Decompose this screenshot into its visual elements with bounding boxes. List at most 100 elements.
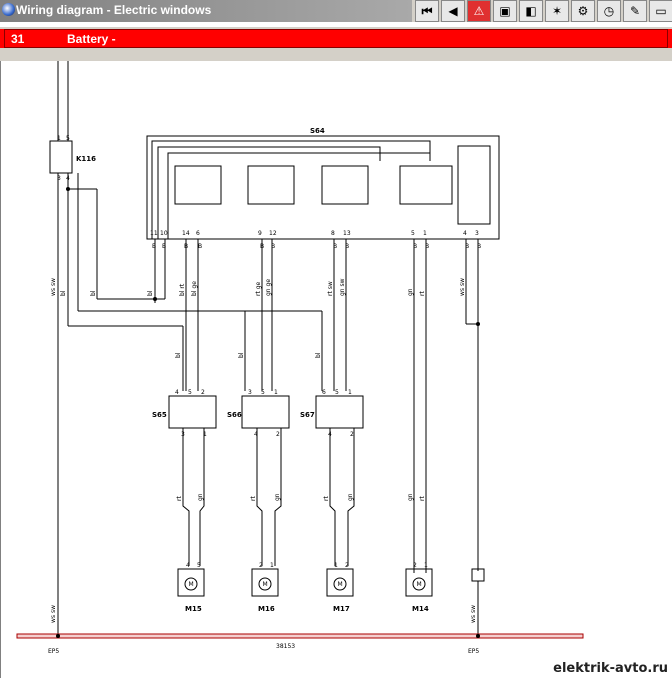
s64-pin: 11: [150, 230, 158, 237]
s64-pin: 5: [411, 230, 415, 237]
wire-ws-sw-left-label: ws sw: [50, 278, 57, 296]
switch-s65: [168, 395, 217, 429]
circuit-header-frame: 31 Battery -: [4, 29, 668, 48]
switch-pin: 2: [350, 431, 354, 438]
s65-label: S65: [152, 411, 167, 419]
s64-pin-code: B: [271, 243, 275, 250]
s64-switch-2: [247, 165, 295, 205]
wire-rt-label: rt: [250, 496, 257, 501]
app-icon: [2, 3, 15, 16]
s67-label: S67: [300, 411, 315, 419]
settings-button[interactable]: ✶: [545, 0, 569, 22]
wire-bl-label: bl: [238, 352, 245, 358]
circuit-header-bar: 31 Battery -: [0, 27, 672, 51]
motor-label-m14: M14: [412, 605, 429, 613]
ground-bar-label: 38153: [276, 643, 295, 650]
wire-gn-label: gn: [407, 288, 414, 296]
motor-pin: 1: [334, 562, 338, 569]
switch-pin: 3: [248, 389, 252, 396]
switch-s66: [241, 395, 290, 429]
s64-switch-4: [399, 165, 453, 205]
prev-button[interactable]: ◀: [441, 0, 465, 22]
s64-pin-code: B: [162, 243, 166, 250]
skip-first-button[interactable]: ⏮: [415, 0, 439, 22]
k116-pin: 4: [66, 175, 70, 182]
s64-pin: 4: [463, 230, 467, 237]
car-button[interactable]: ▭: [649, 0, 672, 22]
s64-pin-code: B: [413, 243, 417, 250]
k116-pin: 3: [57, 175, 61, 182]
wire-ws-sw-label: ws sw: [50, 605, 57, 623]
wire-bl-ge-label: bl ge: [191, 281, 198, 296]
s64-pin-code: B: [152, 243, 156, 250]
s64-switch-3: [321, 165, 369, 205]
motor-m15: [177, 568, 205, 597]
gauge-button[interactable]: ◷: [597, 0, 621, 22]
car-icon: ▭: [655, 4, 667, 18]
s64-pin: 1: [423, 230, 427, 237]
wire-bl-rt-label: bl rt: [179, 283, 186, 296]
diagram-icon: ◧: [525, 4, 537, 18]
component-icon: ▣: [499, 4, 511, 18]
wire-bl-k116-label: bl: [60, 290, 67, 296]
motor-pin: 2: [413, 562, 417, 569]
circuit-number: 31: [11, 32, 25, 46]
motor-label-m17: M17: [333, 605, 350, 613]
repair-icon: ✎: [629, 4, 641, 18]
tools-button[interactable]: ⚙: [571, 0, 595, 22]
wire-rt-label: rt: [419, 291, 426, 296]
s64-switch-1: [174, 165, 222, 205]
switch-pin: 4: [328, 431, 332, 438]
warning-button[interactable]: ⚠: [467, 0, 491, 22]
wire-bl-s64-label: bl: [147, 290, 154, 296]
s64-pin: 6: [196, 230, 200, 237]
s64-pin: 9: [258, 230, 262, 237]
s64-pin: 13: [343, 230, 351, 237]
wire-gn-label: gn: [274, 493, 281, 501]
switch-pin: 1: [274, 389, 278, 396]
switch-pin: 2: [201, 389, 205, 396]
motor-m16: [251, 568, 279, 597]
relay-k116: [49, 140, 73, 174]
switch-pin: 1: [203, 431, 207, 438]
component-button[interactable]: ▣: [493, 0, 517, 22]
s64-pin-code: B: [465, 243, 469, 250]
switch-pin: 2: [276, 431, 280, 438]
wire-rt-label: rt: [419, 496, 426, 501]
s64-pin-code: B: [425, 243, 429, 250]
wire-gn-sw-label: gn sw: [339, 278, 346, 296]
wire-bl-label: bl: [175, 352, 182, 358]
ground-bar: [16, 633, 584, 639]
motor-pin: 5: [197, 562, 201, 569]
switch-s67: [315, 395, 364, 429]
wire-rt-label: rt: [323, 496, 330, 501]
motor-pin: 2: [259, 562, 263, 569]
s64-pin: 12: [269, 230, 277, 237]
separator-bar: [0, 51, 672, 61]
settings-icon: ✶: [551, 4, 563, 18]
prev-icon: ◀: [448, 4, 458, 18]
title-bar: Wiring diagram - Electric windows ⏮ ◀ ⚠ ▣ ◧ ✶…: [0, 0, 672, 22]
circuit-label: Battery -: [67, 32, 116, 46]
motor-m14: [405, 568, 433, 597]
skip-first-icon: ⏮: [421, 3, 433, 18]
window-title: Wiring diagram - Electric windows: [16, 3, 212, 17]
s66-label: S66: [227, 411, 242, 419]
gauge-icon: ◷: [603, 4, 615, 18]
motor-m17: [326, 568, 354, 597]
switch-pin: 4: [175, 389, 179, 396]
s64-pin: 10: [160, 230, 168, 237]
motor-pin: 2: [345, 562, 349, 569]
motor-pin: 1: [424, 562, 428, 569]
repair-button[interactable]: ✎: [623, 0, 647, 22]
s64-pin: 3: [475, 230, 479, 237]
main-switch-s64: [146, 135, 500, 240]
s64-lamp-block: [457, 145, 491, 225]
wire-ws-sw-right-label: ws sw: [459, 278, 466, 296]
s64-pin: 14: [182, 230, 190, 237]
switch-pin: 5: [188, 389, 192, 396]
motor-label-m16: M16: [258, 605, 275, 613]
diagram-button[interactable]: ◧: [519, 0, 543, 22]
